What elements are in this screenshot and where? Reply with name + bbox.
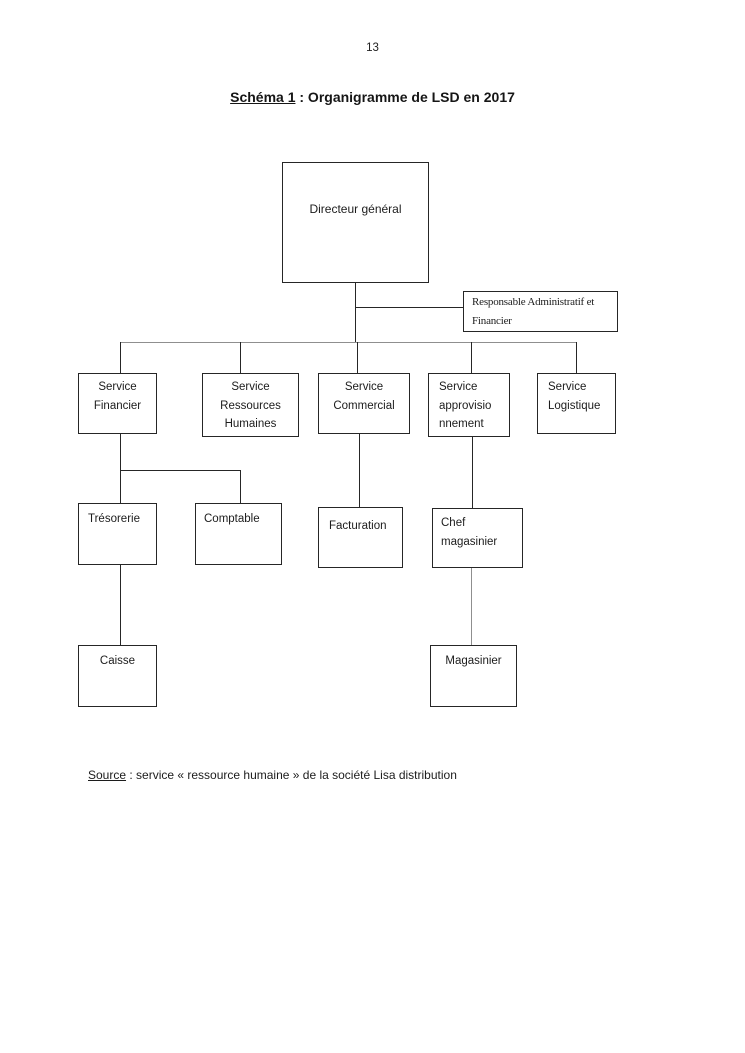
node-service-approvisionnement: Service approvisio nnement xyxy=(428,373,510,437)
node-label: Comptable xyxy=(204,513,260,525)
connector-financier-down xyxy=(120,434,121,503)
node-label: Commercial xyxy=(333,399,395,412)
source-label: Source xyxy=(88,768,127,782)
node-caisse: Caisse xyxy=(78,645,157,707)
connector-to-comptable-v xyxy=(240,470,241,503)
node-magasinier: Magasinier xyxy=(430,645,517,707)
connector-drop-financier xyxy=(120,342,121,373)
title-text: : Organigramme de LSD en 2017 xyxy=(295,89,515,105)
node-label: Facturation xyxy=(329,520,387,532)
node-label: Humaines xyxy=(224,418,277,430)
node-label: Service xyxy=(98,381,137,393)
connector-to-comptable-h xyxy=(120,470,241,471)
title-schema-label: Schéma 1 xyxy=(230,89,296,105)
node-label: Ressources xyxy=(220,399,281,412)
node-label: Trésorerie xyxy=(88,513,140,525)
connector-dg-down xyxy=(355,283,356,342)
node-label: Chef xyxy=(441,517,466,529)
node-responsable-administratif-financier: Responsable Administratif et Financier xyxy=(463,291,618,332)
node-label: Logistique xyxy=(548,399,601,412)
connector-tresorerie-caisse xyxy=(120,565,121,645)
node-label: Financier xyxy=(472,315,512,327)
node-service-financier: Service Financier xyxy=(78,373,157,434)
node-label: Magasinier xyxy=(445,655,502,667)
node-service-logistique: Service Logistique xyxy=(537,373,616,434)
connector-drop-appro xyxy=(471,342,472,373)
source-text: : service « ressource humaine » de la so… xyxy=(126,768,457,782)
node-directeur-general: Directeur général xyxy=(282,162,429,283)
node-comptable: Comptable xyxy=(195,503,282,565)
node-chef-magasinier: Chef magasinier xyxy=(432,508,523,568)
node-service-commercial: Service Commercial xyxy=(318,373,410,434)
connector-drop-logistique xyxy=(576,342,577,373)
node-service-ressources-humaines: Service Ressources Humaines xyxy=(202,373,299,437)
node-facturation: Facturation xyxy=(318,507,403,568)
node-label: Responsable Administratif et xyxy=(472,296,595,308)
connector-main-horizontal xyxy=(120,342,577,343)
node-label: Service xyxy=(231,381,270,393)
connector-chef-magasinier xyxy=(471,568,472,645)
connector-drop-commercial xyxy=(357,342,358,373)
node-tresorerie: Trésorerie xyxy=(78,503,157,565)
source-note: Source : service « ressource humaine » d… xyxy=(88,768,457,782)
connector-drop-rh xyxy=(240,342,241,373)
node-label: nnement xyxy=(439,418,484,430)
node-label: approvisio xyxy=(439,399,492,412)
connector-appro-chef xyxy=(472,437,473,508)
node-label: magasinier xyxy=(441,535,498,548)
node-label: Directeur général xyxy=(309,202,402,216)
node-label: Service xyxy=(344,381,384,393)
page-number: 13 xyxy=(366,42,379,54)
connector-dg-to-raf xyxy=(355,307,463,308)
connector-commercial-facturation xyxy=(359,434,360,507)
node-label: Caisse xyxy=(99,655,136,667)
node-label: Service xyxy=(548,381,587,393)
page-title: Schéma 1 : Organigramme de LSD en 2017 xyxy=(0,89,745,105)
node-label: Service xyxy=(439,381,478,393)
node-label: Financier xyxy=(93,399,142,412)
